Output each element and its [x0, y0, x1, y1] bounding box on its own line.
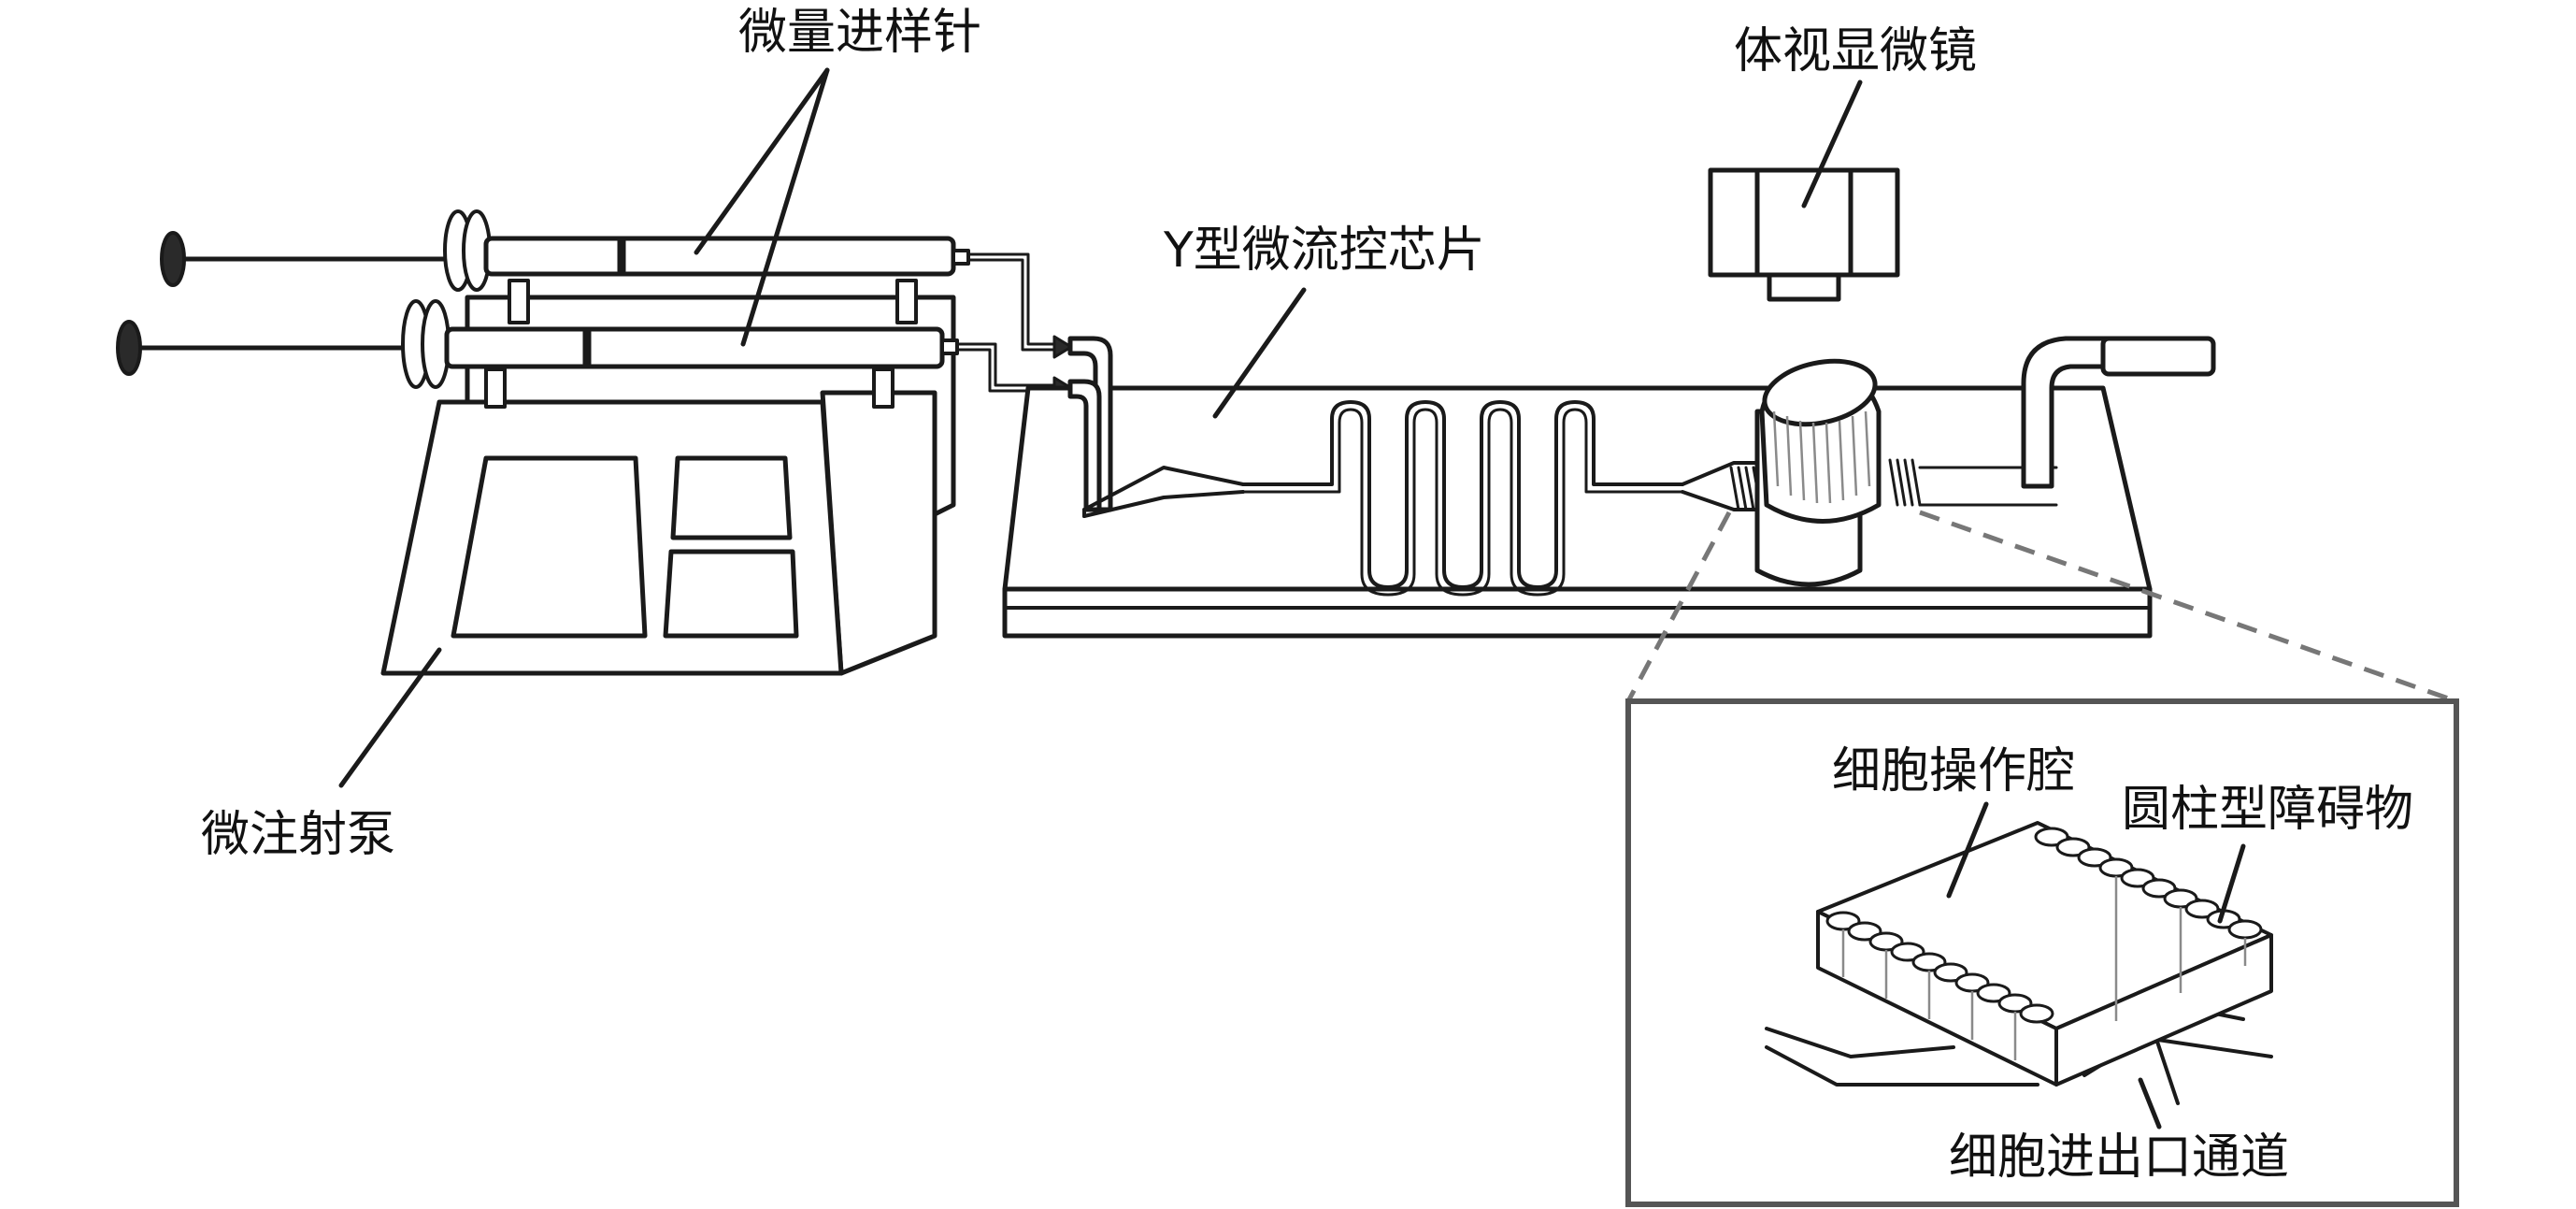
- inset-inlet-bottom: [1765, 1045, 2039, 1087]
- chamber-ribbing: [1772, 410, 1871, 504]
- plunger-thumb-lower: [116, 320, 142, 376]
- inset-inlet-top: [1765, 1027, 1955, 1058]
- obstacle-row-front: [1825, 911, 2054, 1024]
- pump-screen-top: [670, 455, 793, 540]
- chamber-opening: [1762, 358, 1878, 427]
- label-cylinder-obstacle: 圆柱型障碍物: [2122, 782, 2413, 838]
- obstacle-hatch-right: [1888, 458, 1922, 507]
- leader-cell-channel: [2138, 1077, 2162, 1130]
- leader-lines: [338, 67, 1863, 788]
- tube-lower-a: [955, 342, 1067, 387]
- leader-chip: [1212, 287, 1307, 419]
- label-y-chip: Y型微流控芯片: [1163, 223, 1485, 279]
- obstacle-stems: [1841, 876, 2247, 1060]
- label-cell-chamber: 细胞操作腔: [1832, 743, 2075, 799]
- chip-front-face: [1002, 586, 2153, 639]
- plunger-thumb-upper: [160, 231, 186, 287]
- leader-needle-lower: [740, 67, 830, 347]
- microscope-tube: [1754, 167, 1853, 278]
- tube-upper-b: [966, 258, 1067, 352]
- stereo-microscope: [1708, 167, 1900, 302]
- tip-upper: [952, 249, 970, 266]
- syringe-lower: [116, 299, 959, 389]
- serpentine-outer: [1241, 400, 1684, 589]
- leader-microscope: [1801, 79, 1863, 209]
- syringe-upper: [160, 209, 970, 292]
- tubing: [955, 252, 1073, 400]
- microscope-objective: [1767, 272, 1841, 302]
- label-stereo-microscope: 体视显微镜: [1734, 23, 1977, 79]
- barrel-upper: [483, 236, 956, 277]
- inset-chamber-side: [2054, 933, 2273, 1087]
- pump-post-4: [872, 367, 894, 409]
- tip-lower: [940, 338, 959, 355]
- leader-needle-upper: [694, 67, 830, 255]
- leader-cell-chamber: [1946, 801, 1989, 899]
- pump-screen-bottom: [663, 549, 799, 639]
- pump-post-2: [895, 279, 918, 324]
- outlet-tube: [2100, 336, 2216, 377]
- tube-arrow-upper: [1052, 335, 1073, 359]
- pump-post-1: [508, 279, 530, 324]
- inset-panel: [1625, 698, 2459, 1207]
- label-syringe-needle: 微量进样针: [738, 5, 981, 61]
- chip-top-face: [1002, 385, 2153, 592]
- microfluidic-chip: [1002, 336, 2216, 639]
- label-micro-pump: 微注射泵: [201, 807, 395, 863]
- label-cell-channel: 细胞进出口通道: [1949, 1130, 2289, 1186]
- zoom-line-left: [1625, 511, 1732, 703]
- taper-bottom: [1681, 490, 1759, 511]
- leader-obstacle: [2217, 843, 2246, 924]
- leader-pump: [338, 647, 442, 788]
- y-junction-top: [1082, 466, 1245, 511]
- syringe-pump: [380, 279, 956, 676]
- serpentine-inner: [1241, 408, 1684, 597]
- taper-top: [1681, 461, 1759, 486]
- barrel-lower: [444, 326, 945, 369]
- zoom-line-right: [1919, 510, 2457, 704]
- pump-screen-large: [451, 455, 648, 639]
- obstacle-row-back: [2034, 827, 2263, 940]
- y-junction-bottom: [1082, 490, 1245, 518]
- tube-upper-a: [966, 252, 1067, 346]
- pump-post-3: [484, 367, 507, 409]
